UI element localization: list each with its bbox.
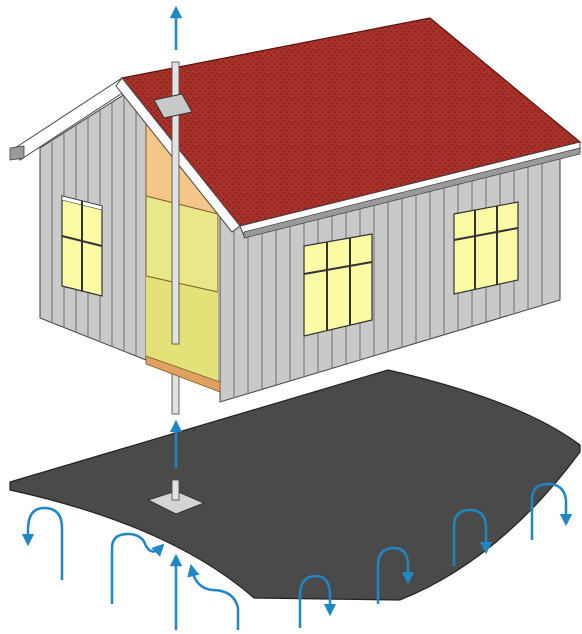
window-left-wall [62, 196, 102, 296]
gutter-left [10, 146, 24, 160]
ground-slab [10, 370, 580, 600]
window-front-middle [304, 234, 372, 336]
soil-gas-flow-2 [112, 534, 160, 604]
pipe-lower-stub [172, 480, 179, 500]
soil-gas-flow-1 [28, 508, 62, 580]
window-front-right [454, 202, 518, 294]
